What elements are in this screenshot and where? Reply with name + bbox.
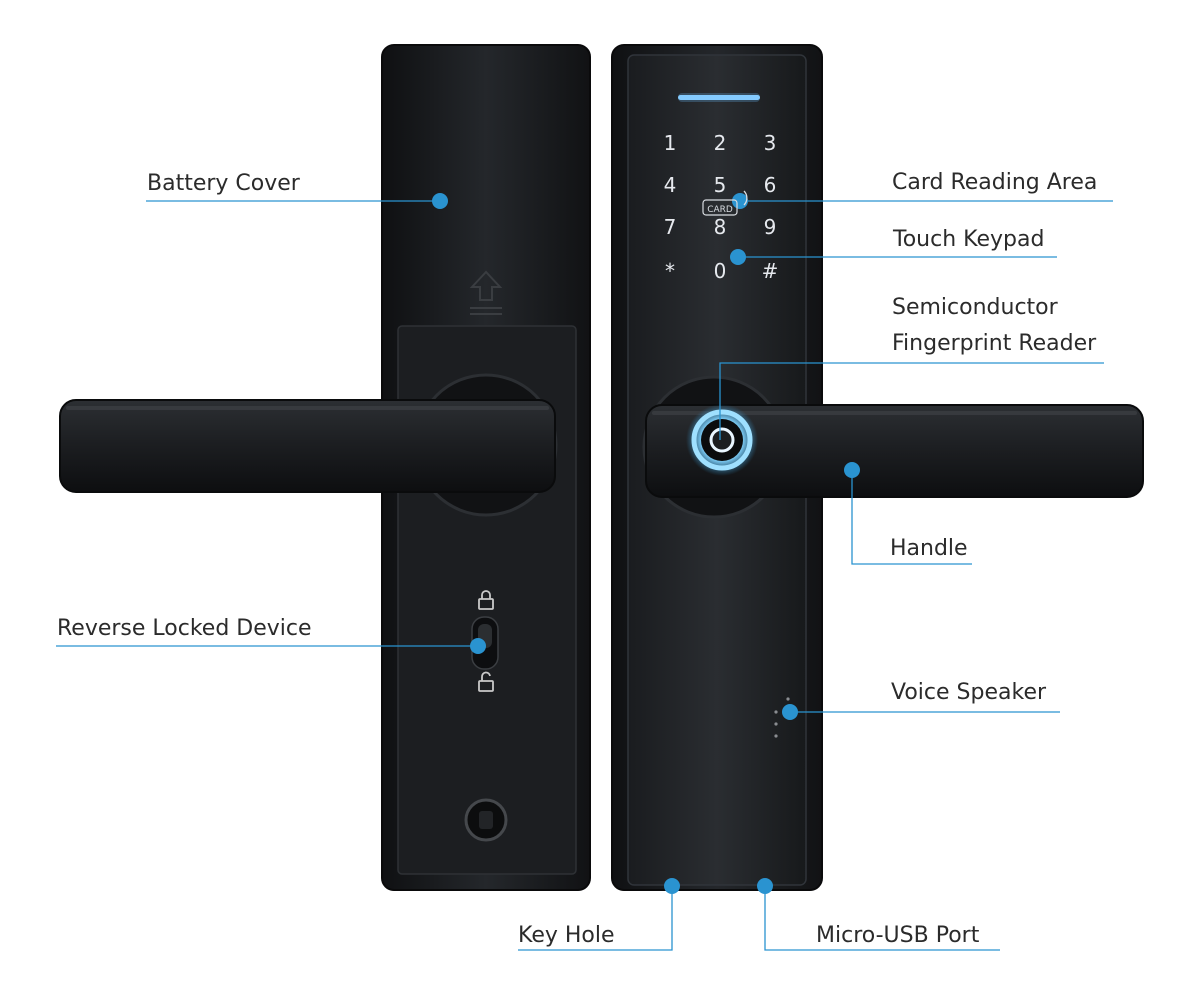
label-reverse-locked-device: Reverse Locked Device <box>57 616 312 641</box>
label-fingerprint-line1: Semiconductor <box>892 295 1058 320</box>
lock-open-icon <box>478 671 494 692</box>
label-key-hole: Key Hole <box>518 923 615 948</box>
label-battery-cover: Battery Cover <box>147 171 300 196</box>
keypad-key-2[interactable]: 2 <box>714 131 727 155</box>
lock-closed-icon <box>478 590 494 610</box>
card-badge: CARD <box>702 190 748 216</box>
keypad-key-5[interactable]: 5 <box>714 173 727 197</box>
touch-keypad: 1 2 3 4 5 6 7 8 9 * 0 # <box>664 131 779 283</box>
keypad-key-6[interactable]: 6 <box>764 173 777 197</box>
callout-lines <box>56 200 1113 951</box>
label-micro-usb-port: Micro-USB Port <box>816 923 980 948</box>
arrow-up-icon <box>469 270 503 315</box>
inner-handle[interactable] <box>59 399 556 493</box>
keypad-key-8[interactable]: 8 <box>714 215 727 239</box>
keypad-key-star[interactable]: * <box>665 259 675 283</box>
status-light-bar <box>678 95 760 100</box>
outer-handle[interactable] <box>645 404 1144 498</box>
keypad-key-4[interactable]: 4 <box>664 173 677 197</box>
keypad-key-9[interactable]: 9 <box>764 215 777 239</box>
keypad-key-0[interactable]: 0 <box>714 259 727 283</box>
fingerprint-ring-icon[interactable] <box>686 404 758 476</box>
label-fingerprint-line2: Fingerprint Reader <box>892 331 1097 356</box>
label-voice-speaker: Voice Speaker <box>891 680 1047 705</box>
card-badge-label: CARD <box>707 205 733 215</box>
keypad-key-7[interactable]: 7 <box>664 215 677 239</box>
speaker-grille <box>774 697 790 738</box>
keypad-key-3[interactable]: 3 <box>764 131 777 155</box>
keypad-key-1[interactable]: 1 <box>664 131 677 155</box>
label-touch-keypad: Touch Keypad <box>893 227 1045 252</box>
label-handle: Handle <box>890 536 968 561</box>
label-card-reading-area: Card Reading Area <box>892 170 1098 195</box>
callout-dots <box>432 193 860 894</box>
keypad-key-hash[interactable]: # <box>762 259 779 283</box>
